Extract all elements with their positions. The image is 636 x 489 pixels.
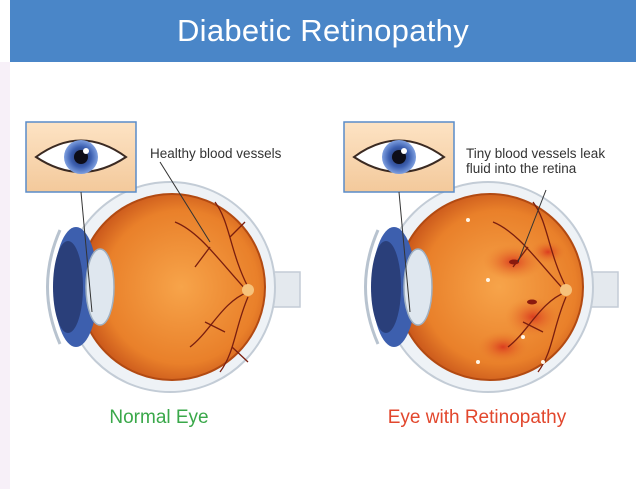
caption-normal-eye: Normal Eye [0, 407, 318, 429]
annotation-line: fluid into the retina [466, 161, 605, 176]
annotation-line: Healthy blood vessels [150, 146, 281, 161]
title-banner: Diabetic Retinopathy [10, 0, 636, 62]
annotation-label: Tiny blood vessels leak fluid into the r… [466, 146, 605, 176]
annotation-line: Tiny blood vessels leak [466, 146, 605, 161]
retinopathy-eye-panel: Tiny blood vessels leak fluid into the r… [318, 62, 636, 489]
normal-eye-panel: Healthy blood vessels Normal Eye [0, 62, 318, 489]
annotation-label: Healthy blood vessels [150, 146, 281, 161]
page-title: Diabetic Retinopathy [177, 13, 469, 49]
caption-retinopathy-eye: Eye with Retinopathy [318, 407, 636, 429]
